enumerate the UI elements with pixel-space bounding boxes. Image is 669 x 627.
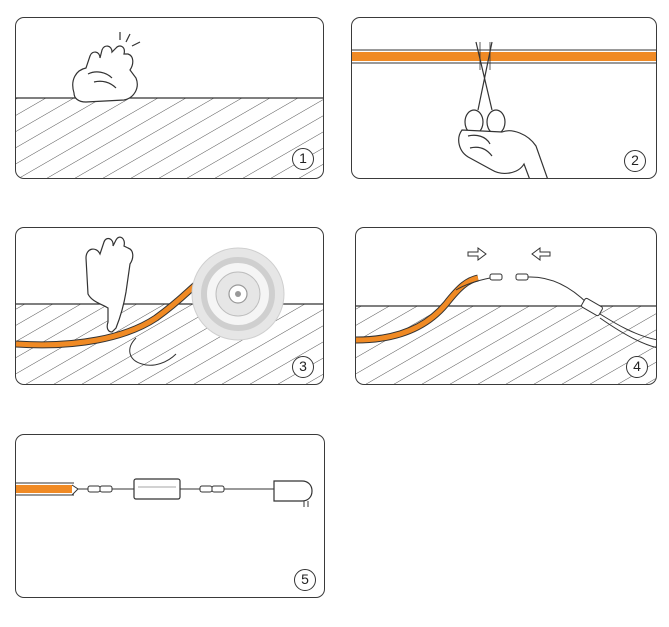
step-5-illustration (16, 478, 313, 507)
controller-box (133, 478, 181, 500)
hand-cleaning-surface-icon (72, 32, 141, 103)
step-number-badge: 3 (292, 356, 314, 378)
step-4-illustration (356, 247, 656, 384)
step-number-badge: 4 (626, 356, 648, 378)
step-1-panel: 1 (15, 17, 324, 179)
led-strip (352, 49, 656, 64)
surface-hatch (16, 98, 323, 178)
step-1-illustration (16, 32, 323, 178)
step-3-illustration (16, 236, 323, 384)
cut-mark (479, 42, 491, 70)
step-5-panel: 5 (15, 434, 325, 598)
scissors-cutting-strip-icon (458, 41, 548, 178)
step-4-panel: 4 (355, 227, 657, 385)
hand-applying-strip-from-reel-icon (16, 236, 285, 366)
surface-hatch (356, 306, 656, 384)
power-adapter (273, 480, 313, 502)
step-number-badge: 2 (624, 150, 646, 172)
arrow-left-icon (531, 247, 551, 261)
step-3-panel: 3 (15, 227, 324, 385)
step-2-illustration (352, 41, 656, 178)
connectors-joining-icon (356, 247, 656, 348)
strip-controller-adapter-icon (16, 478, 313, 507)
step-number-badge: 5 (294, 569, 316, 591)
step-2-panel: 2 (351, 17, 657, 179)
step-number-badge: 1 (292, 148, 314, 170)
arrow-right-icon (467, 247, 487, 261)
